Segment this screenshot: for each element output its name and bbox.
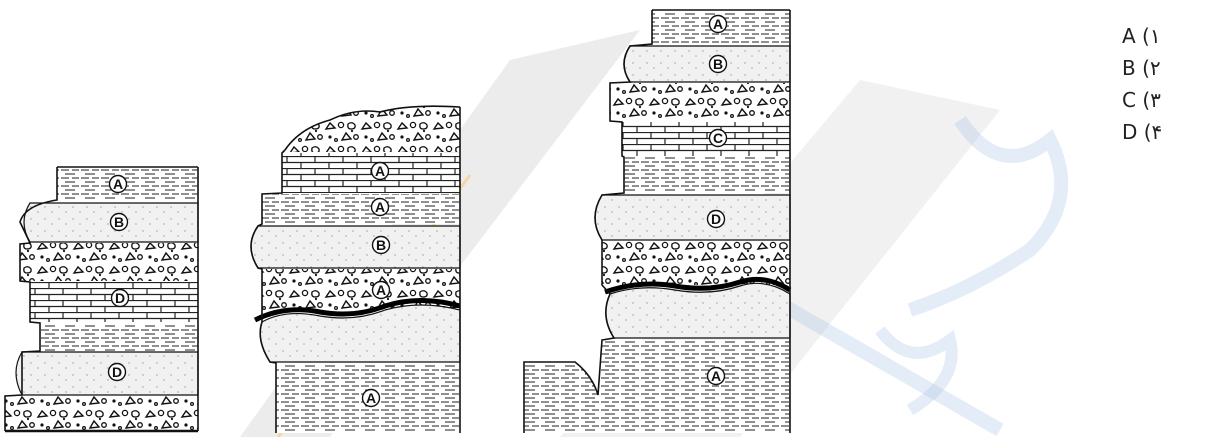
unit-label-text: D [112, 364, 122, 380]
option-1[interactable]: A (۱ [1122, 22, 1161, 50]
unit-label-text: A [376, 282, 386, 298]
unit-label: B [111, 214, 128, 231]
col3-layer-sandstone-d [595, 195, 790, 240]
unit-label-text: C [713, 130, 723, 146]
unit-label-text: B [713, 56, 723, 72]
column-2 [251, 106, 460, 433]
option-4[interactable]: D (۴ [1122, 118, 1162, 146]
unit-label-text: B [376, 237, 386, 253]
col1-layer-conglomerate-base [5, 396, 198, 430]
col3-layer-conglomerate [610, 83, 790, 121]
col3-layer-shale-mid [624, 157, 790, 193]
col2-layer-conglomerate-top [285, 106, 460, 152]
unit-label: A [372, 163, 389, 180]
unit-label-text: A [375, 163, 385, 179]
unit-label: C [710, 130, 727, 147]
option-4-text: D (۴ [1122, 120, 1162, 144]
option-3-text: C (۳ [1122, 88, 1161, 112]
option-3[interactable]: C (۳ [1122, 86, 1161, 114]
unit-label: A [708, 368, 725, 385]
unit-label-text: A [711, 368, 721, 384]
unit-label: A [372, 199, 389, 216]
col1-layer-sandstone-d [16, 352, 198, 395]
col1-layer-shale-top [57, 167, 198, 200]
unit-label-text: D [115, 290, 125, 306]
column-1 [5, 167, 198, 431]
unit-label: B [373, 237, 390, 254]
col1-layer-conglomerate [20, 243, 198, 281]
unit-label-text: A [113, 176, 123, 192]
unit-label: A [110, 176, 127, 193]
unit-label: B [710, 56, 727, 73]
option-1-text: A (۱ [1122, 24, 1161, 48]
col2-layer-limestone-a [282, 153, 460, 193]
unit-label-text: A [375, 199, 385, 215]
col2-layer-shale-a [262, 194, 460, 224]
unit-label: D [112, 290, 129, 307]
col2-layer-sandstone-b [251, 226, 460, 268]
unit-label: D [708, 211, 725, 228]
col3-layer-shale-base [524, 340, 790, 433]
unit-label: A [373, 282, 390, 299]
option-2[interactable]: B (۲ [1122, 54, 1161, 82]
col3-layer-sandstone-b [624, 46, 790, 82]
col1-layer-shale-mid [40, 323, 198, 351]
unit-label: D [109, 364, 126, 381]
unit-label-text: A [366, 390, 376, 406]
unit-label: A [363, 390, 380, 407]
unit-label: A [710, 16, 727, 33]
unit-label-text: D [711, 211, 721, 227]
unit-label-text: A [713, 16, 723, 32]
unit-label-text: B [114, 214, 124, 230]
option-2-text: B (۲ [1122, 56, 1161, 80]
col3-layer-limestone-c [622, 122, 790, 156]
